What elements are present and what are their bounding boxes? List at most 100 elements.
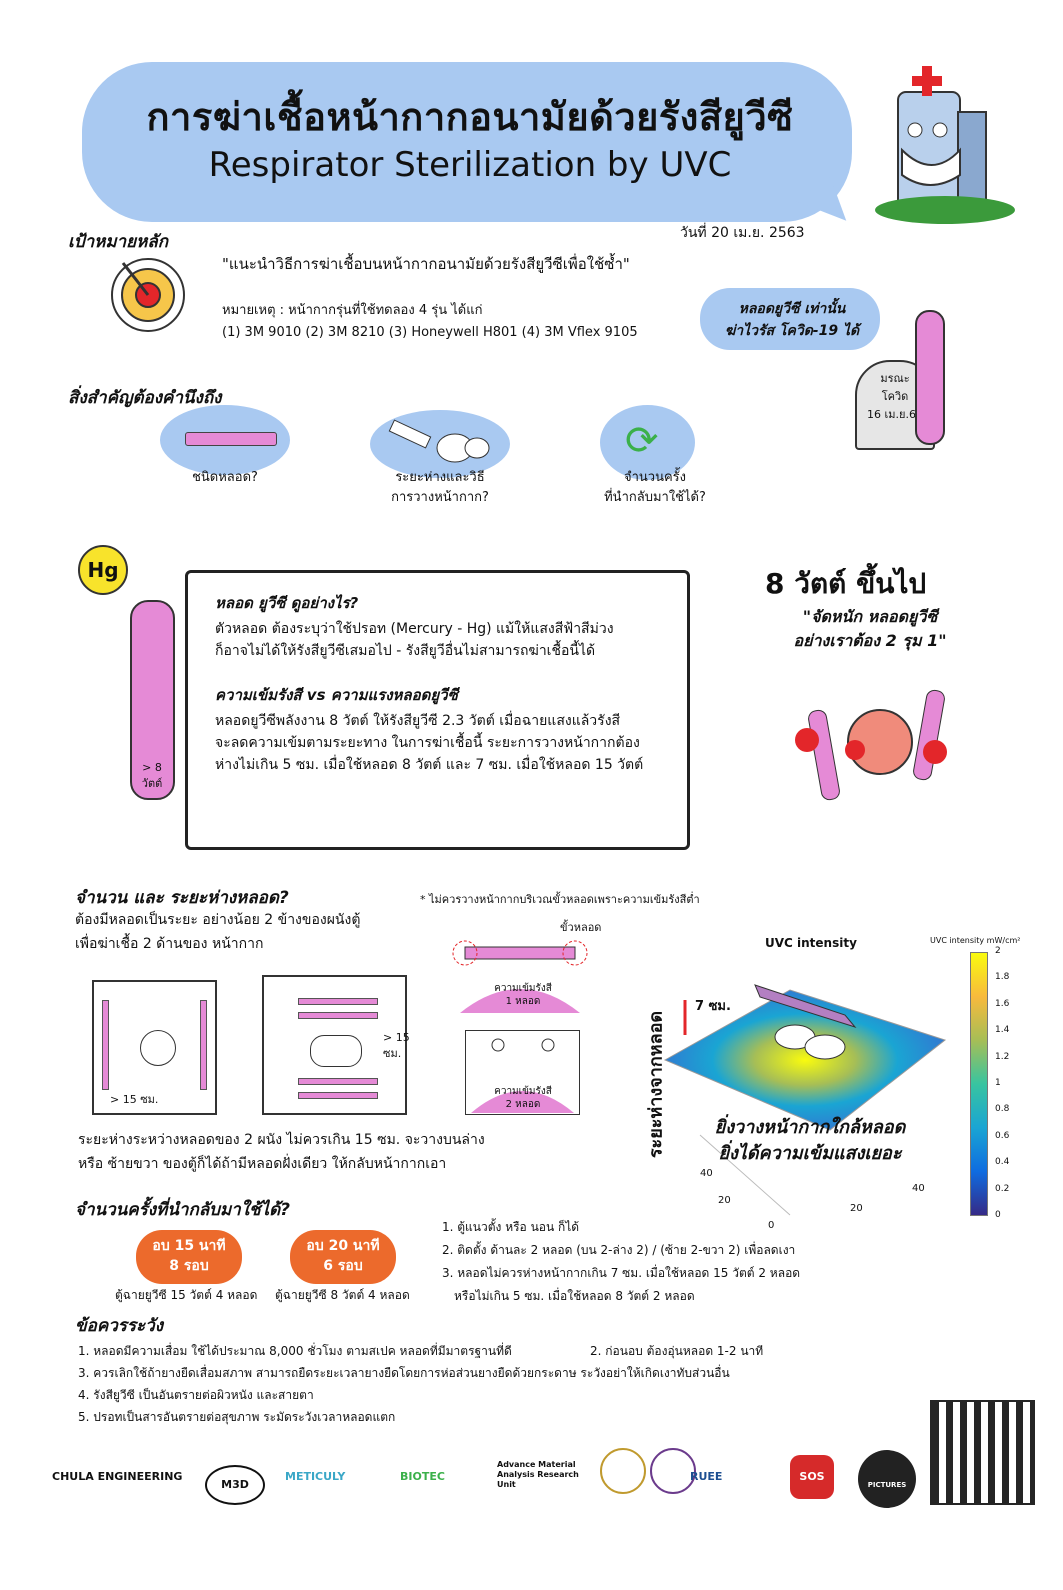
caution-item-3: 3. ควรเลิกใช้ถ้ายางยืดเสื่อมสภาพ สามารถย… <box>78 1366 730 1380</box>
plot-title: UVC intensity <box>765 936 857 950</box>
consideration-lamp-type: ชนิดหลอด? <box>192 470 258 485</box>
logo-pictures-talk: PICTURES TALK <box>858 1450 916 1559</box>
plot-tick-left-0: 0 <box>768 1220 775 1231</box>
plot-caption-1: ยิ่งวางหน้ากากใกล้หลอด <box>714 1117 906 1138</box>
reuse-pill-20min-line1: อบ 20 นาที <box>306 1238 380 1254</box>
plot-tick-right-20: 20 <box>850 1203 863 1214</box>
lamp-tag-line1: > 8 <box>142 761 162 774</box>
distance-heading: จำนวน และ ระยะห่างหลอด? <box>75 888 289 908</box>
target-icon <box>108 255 188 335</box>
reuse-pill-20min-line2: 6 รอบ <box>323 1258 363 1274</box>
watt-title: 8 วัตต์ ขึ้นไป <box>765 567 927 600</box>
title-bubble <box>82 62 852 222</box>
plot-tick-left-40: 40 <box>700 1168 713 1179</box>
lamp-character-icon <box>130 600 175 800</box>
reuse-pill-15min-caption: ตู้ฉายยูวีซี 15 วัตต์ 4 หลอด <box>115 1288 258 1302</box>
intensity1-line1: ความเข้มรังสี <box>494 983 552 994</box>
uvc-intensity-surface <box>660 955 950 1225</box>
date-label: วันที่ 20 เม.ย. 2563 <box>680 225 805 241</box>
goal-note: หมายเหตุ : หน้ากากรุ่นที่ใช้ทดลอง 4 รุ่น… <box>222 303 483 318</box>
plot-tick-left-20: 20 <box>718 1195 731 1206</box>
caution-item-5: 5. ปรอทเป็นสารอันตรายต่อสุขภาพ ระมัดระวั… <box>78 1410 396 1424</box>
colorbar-tick: 0.8 <box>995 1104 1010 1115</box>
watt-line1: "จัดหนัก หลอดยูวีซี <box>802 607 938 626</box>
cabinet2-lamp-bottom2 <box>298 1092 378 1099</box>
plot-tick-right-40: 40 <box>912 1183 925 1194</box>
hospital-mascot-icon <box>870 60 1020 225</box>
info-book <box>185 570 690 850</box>
consideration-reuse-line1: จำนวนครั้ง <box>623 470 687 485</box>
qr-code[interactable] <box>930 1400 1035 1505</box>
logo-science-seal <box>650 1448 696 1494</box>
cabinet1-dimension: > 15 ซม. <box>110 1093 159 1106</box>
colorbar-tick: 1.6 <box>995 998 1010 1009</box>
distance-bottom-line2: หรือ ซ้ายขวา ของตู้ก็ได้ถ้ามีหลอดฝั่งเดี… <box>78 1156 447 1172</box>
goal-heading: เป้าหมายหลัก <box>68 232 168 252</box>
colorbar-tick: 0.4 <box>995 1157 1010 1168</box>
logo-ruee: RUEE <box>690 1470 723 1483</box>
logo-university-seal <box>600 1448 646 1494</box>
logo-amaru: Advance Material Analysis Research Unit <box>497 1460 579 1489</box>
tombstone-line2: โควิด <box>881 390 909 403</box>
distance-bottom-line1: ระยะห่างระหว่างหลอดของ 2 ผนัง ไม่ควรเกิน… <box>78 1132 485 1148</box>
colorbar-tick: 1.4 <box>995 1025 1010 1036</box>
logo-biotec: BIOTEC <box>400 1470 445 1483</box>
reuse-pill-15min-line2: 8 รอบ <box>169 1258 209 1274</box>
book-para-1a: ตัวหลอด ต้องระบุว่าใช้ปรอท (Mercury - Hg… <box>215 621 614 637</box>
hg-badge: Hg <box>78 545 128 595</box>
distance-warning: * ไม่ควรวางหน้ากากบริเวณขั้วหลอดเพราะควา… <box>420 893 700 906</box>
mask-icon <box>310 1035 362 1067</box>
colorbar-tick: 2 <box>995 946 1001 956</box>
colorbar-tick: 0.6 <box>995 1130 1010 1141</box>
virus-bubble-line1: หลอดยูวีซี เท่านั้น <box>738 301 846 317</box>
reuse-note-4: หรือไม่เกิน 5 ซม. เมื่อใช้หลอด 8 วัตต์ 2… <box>454 1289 695 1303</box>
colorbar-tick: 0 <box>995 1210 1001 1220</box>
page-title-english: Respirator Sterilization by UVC <box>208 145 732 185</box>
logo-meticuly: METICULY <box>285 1470 346 1483</box>
uv-lamp-icon <box>185 432 277 446</box>
colorbar-tick: 1.2 <box>995 1051 1010 1062</box>
goal-models: (1) 3M 9010 (2) 3M 8210 (3) Honeywell H8… <box>222 325 638 340</box>
reuse-note-2: 2. ติดตั้ง ด้านละ 2 หลอด (บน 2-ล่าง 2) /… <box>442 1243 796 1257</box>
tombstone-line1: มรณะ <box>880 372 910 385</box>
reuse-blob <box>600 405 695 480</box>
logo-m3d: M3D <box>205 1465 265 1505</box>
plot-caption-2: ยิ่งได้ความเข้มแสงเยอะ <box>718 1143 902 1164</box>
cabinet1-lamp-left <box>102 1000 109 1090</box>
tombstone-line3: 16 เม.ย.63 <box>867 408 923 421</box>
page-title-thai: การฆ่าเชื้อหน้ากากอนามัยด้วยรังสียูวีซี <box>146 95 794 139</box>
cabinet2-lamp-bottom1 <box>298 1078 378 1085</box>
plot-distance-label: 7 ซม. <box>695 999 731 1014</box>
reuse-pill-20min: อบ 20 นาที 6 รอบ <box>290 1230 396 1284</box>
ruler-mask-icon <box>385 418 495 468</box>
book-para-1b: ก็อาจไม่ได้ให้รังสียูวีซีเสมอไป - รังสีย… <box>215 643 596 659</box>
intensity2-line1: ความเข้มรังสี <box>494 1086 552 1097</box>
reuse-pill-15min: อบ 15 นาที 8 รอบ <box>136 1230 242 1284</box>
lamp-pole-label: ขั้วหลอด <box>560 921 602 934</box>
goal-quote: "แนะนำวิธีการฆ่าเชื้อบนหน้ากากอนามัยด้วย… <box>222 255 630 273</box>
mask-icon <box>140 1030 176 1066</box>
watt-line2: อย่างเราต้อง 2 รุม 1" <box>793 631 947 650</box>
book-para-2b: จะลดความเข้มตามระยะทาง ในการฆ่าเชื้อนี้ … <box>215 735 640 751</box>
logo-sos: SOS <box>790 1455 834 1499</box>
reuse-heading: จำนวนครั้งที่นำกลับมาใช้ได้? <box>75 1200 291 1220</box>
caution-item-1: 1. หลอดมีความเสื่อม ใช้ได้ประมาณ 8,000 ช… <box>78 1344 512 1358</box>
colorbar-tick: 1 <box>995 1078 1001 1088</box>
reuse-note-3: 3. หลอดไม่ควรห่างหน้ากากเกิน 7 ซม. เมื่อ… <box>442 1266 801 1280</box>
reuse-pill-15min-line1: อบ 15 นาที <box>152 1238 226 1254</box>
considerations-heading: สิ่งสำคัญต้องคำนึงถึง <box>68 388 222 408</box>
reuse-pill-20min-caption: ตู้ฉายยูวีซี 8 วัตต์ 4 หลอด <box>275 1288 410 1302</box>
cabinet2-lamp-top1 <box>298 998 378 1005</box>
colorbar-tick: 0.2 <box>995 1183 1010 1194</box>
reuse-note-1: 1. ตู้แนวตั้ง หรือ นอน ก็ได้ <box>442 1220 580 1234</box>
book-para-2a: หลอดยูวีซีพลังงาน 8 วัตต์ ให้รังสียูวีซี… <box>215 713 621 729</box>
caution-item-2: 2. ก่อนอบ ต้องอุ่นหลอด 1-2 นาที <box>590 1344 764 1358</box>
virus-bubble-line2: ฆ่าไวรัส โควิด-19 ได้ <box>724 323 860 339</box>
consideration-distance-line2: การวางหน้ากาก? <box>391 490 489 505</box>
distance-line2: เพื่อฆ่าเชื้อ 2 ด้านของ หน้ากาก <box>75 936 264 952</box>
virus-speech-bubble <box>700 288 880 350</box>
book-heading-2: ความเข้มรังสี vs ความแรงหลอดยูวีซี <box>215 686 458 704</box>
recycle-arrows-icon: ⟳ <box>625 418 659 464</box>
cabinet1-lamp-right <box>200 1000 207 1090</box>
book-para-2c: ห่างไม่เกิน 5 ซม. เมื่อใช้หลอด 8 วัตต์ แ… <box>215 757 644 773</box>
